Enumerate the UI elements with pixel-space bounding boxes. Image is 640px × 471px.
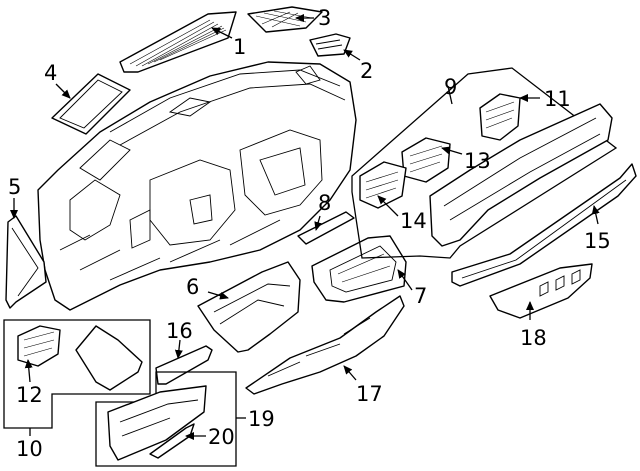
end-panel-part-5: [5, 215, 47, 309]
leader-9: [447, 85, 453, 105]
callout-3: 3: [318, 6, 331, 30]
callout-14: 14: [400, 209, 427, 233]
callout-17: 17: [356, 382, 383, 406]
callout-8: 8: [318, 191, 331, 215]
vent-part-14: [359, 161, 407, 209]
cover-panel-part-4: [51, 73, 131, 135]
callout-19: 19: [248, 407, 275, 431]
trim-strip-part-8: [297, 211, 355, 245]
callout-7: 7: [414, 284, 427, 308]
callout-10: 10: [16, 437, 43, 461]
vent-part-12: [17, 325, 61, 367]
leader-17: [343, 365, 357, 381]
leader-15: [591, 205, 600, 225]
callout-15: 15: [584, 229, 611, 253]
leader-8: [314, 215, 323, 231]
group-10-outline: [3, 319, 151, 429]
defroster-grille-part: [119, 11, 237, 73]
leader-4: [55, 83, 71, 99]
leader-2: [343, 49, 361, 61]
callout-9: 9: [444, 75, 457, 99]
group-9-outline: [351, 67, 618, 259]
trim-part-16: [155, 345, 213, 385]
leader-7: [397, 269, 413, 291]
trim-strip-part-15: [451, 163, 637, 287]
lower-reinforcement-part-17: [245, 295, 405, 395]
callout-18: 18: [520, 326, 547, 350]
vent-part-2: [309, 33, 351, 57]
leader-6: [207, 291, 229, 300]
leader-14: [377, 195, 399, 217]
vent-grille-part-3: [247, 6, 323, 33]
leader-12: [24, 359, 33, 383]
callout-6: 6: [186, 275, 199, 299]
callout-labels: 1 2 3 4 5 6 7 8 9 10 11 12 13 14 15 16 1…: [8, 6, 611, 461]
callout-2: 2: [360, 59, 373, 83]
callout-20: 20: [208, 425, 235, 449]
column-cover-part-6: [197, 261, 301, 353]
leader-lines: [10, 14, 600, 440]
trim-panel-part-9: [429, 103, 613, 247]
callout-13: 13: [464, 149, 491, 173]
instrument-panel-part: [37, 61, 357, 311]
callout-11: 11: [544, 87, 571, 111]
callout-5: 5: [8, 175, 21, 199]
leader-1: [211, 27, 233, 39]
vent-part-11: [479, 93, 521, 141]
center-panel-part-7: [311, 235, 407, 303]
bin-part-19: [107, 385, 207, 461]
callout-12: 12: [16, 383, 43, 407]
leader-16: [174, 339, 183, 359]
callout-4: 4: [44, 61, 57, 85]
bracket-part-20: [149, 423, 195, 459]
callout-1: 1: [233, 35, 246, 59]
callout-16: 16: [166, 319, 193, 343]
leader-13: [441, 146, 463, 155]
vent-part-13: [401, 137, 451, 183]
switch-panel-part-18: [489, 263, 593, 319]
bezel-part-10: [75, 325, 143, 391]
